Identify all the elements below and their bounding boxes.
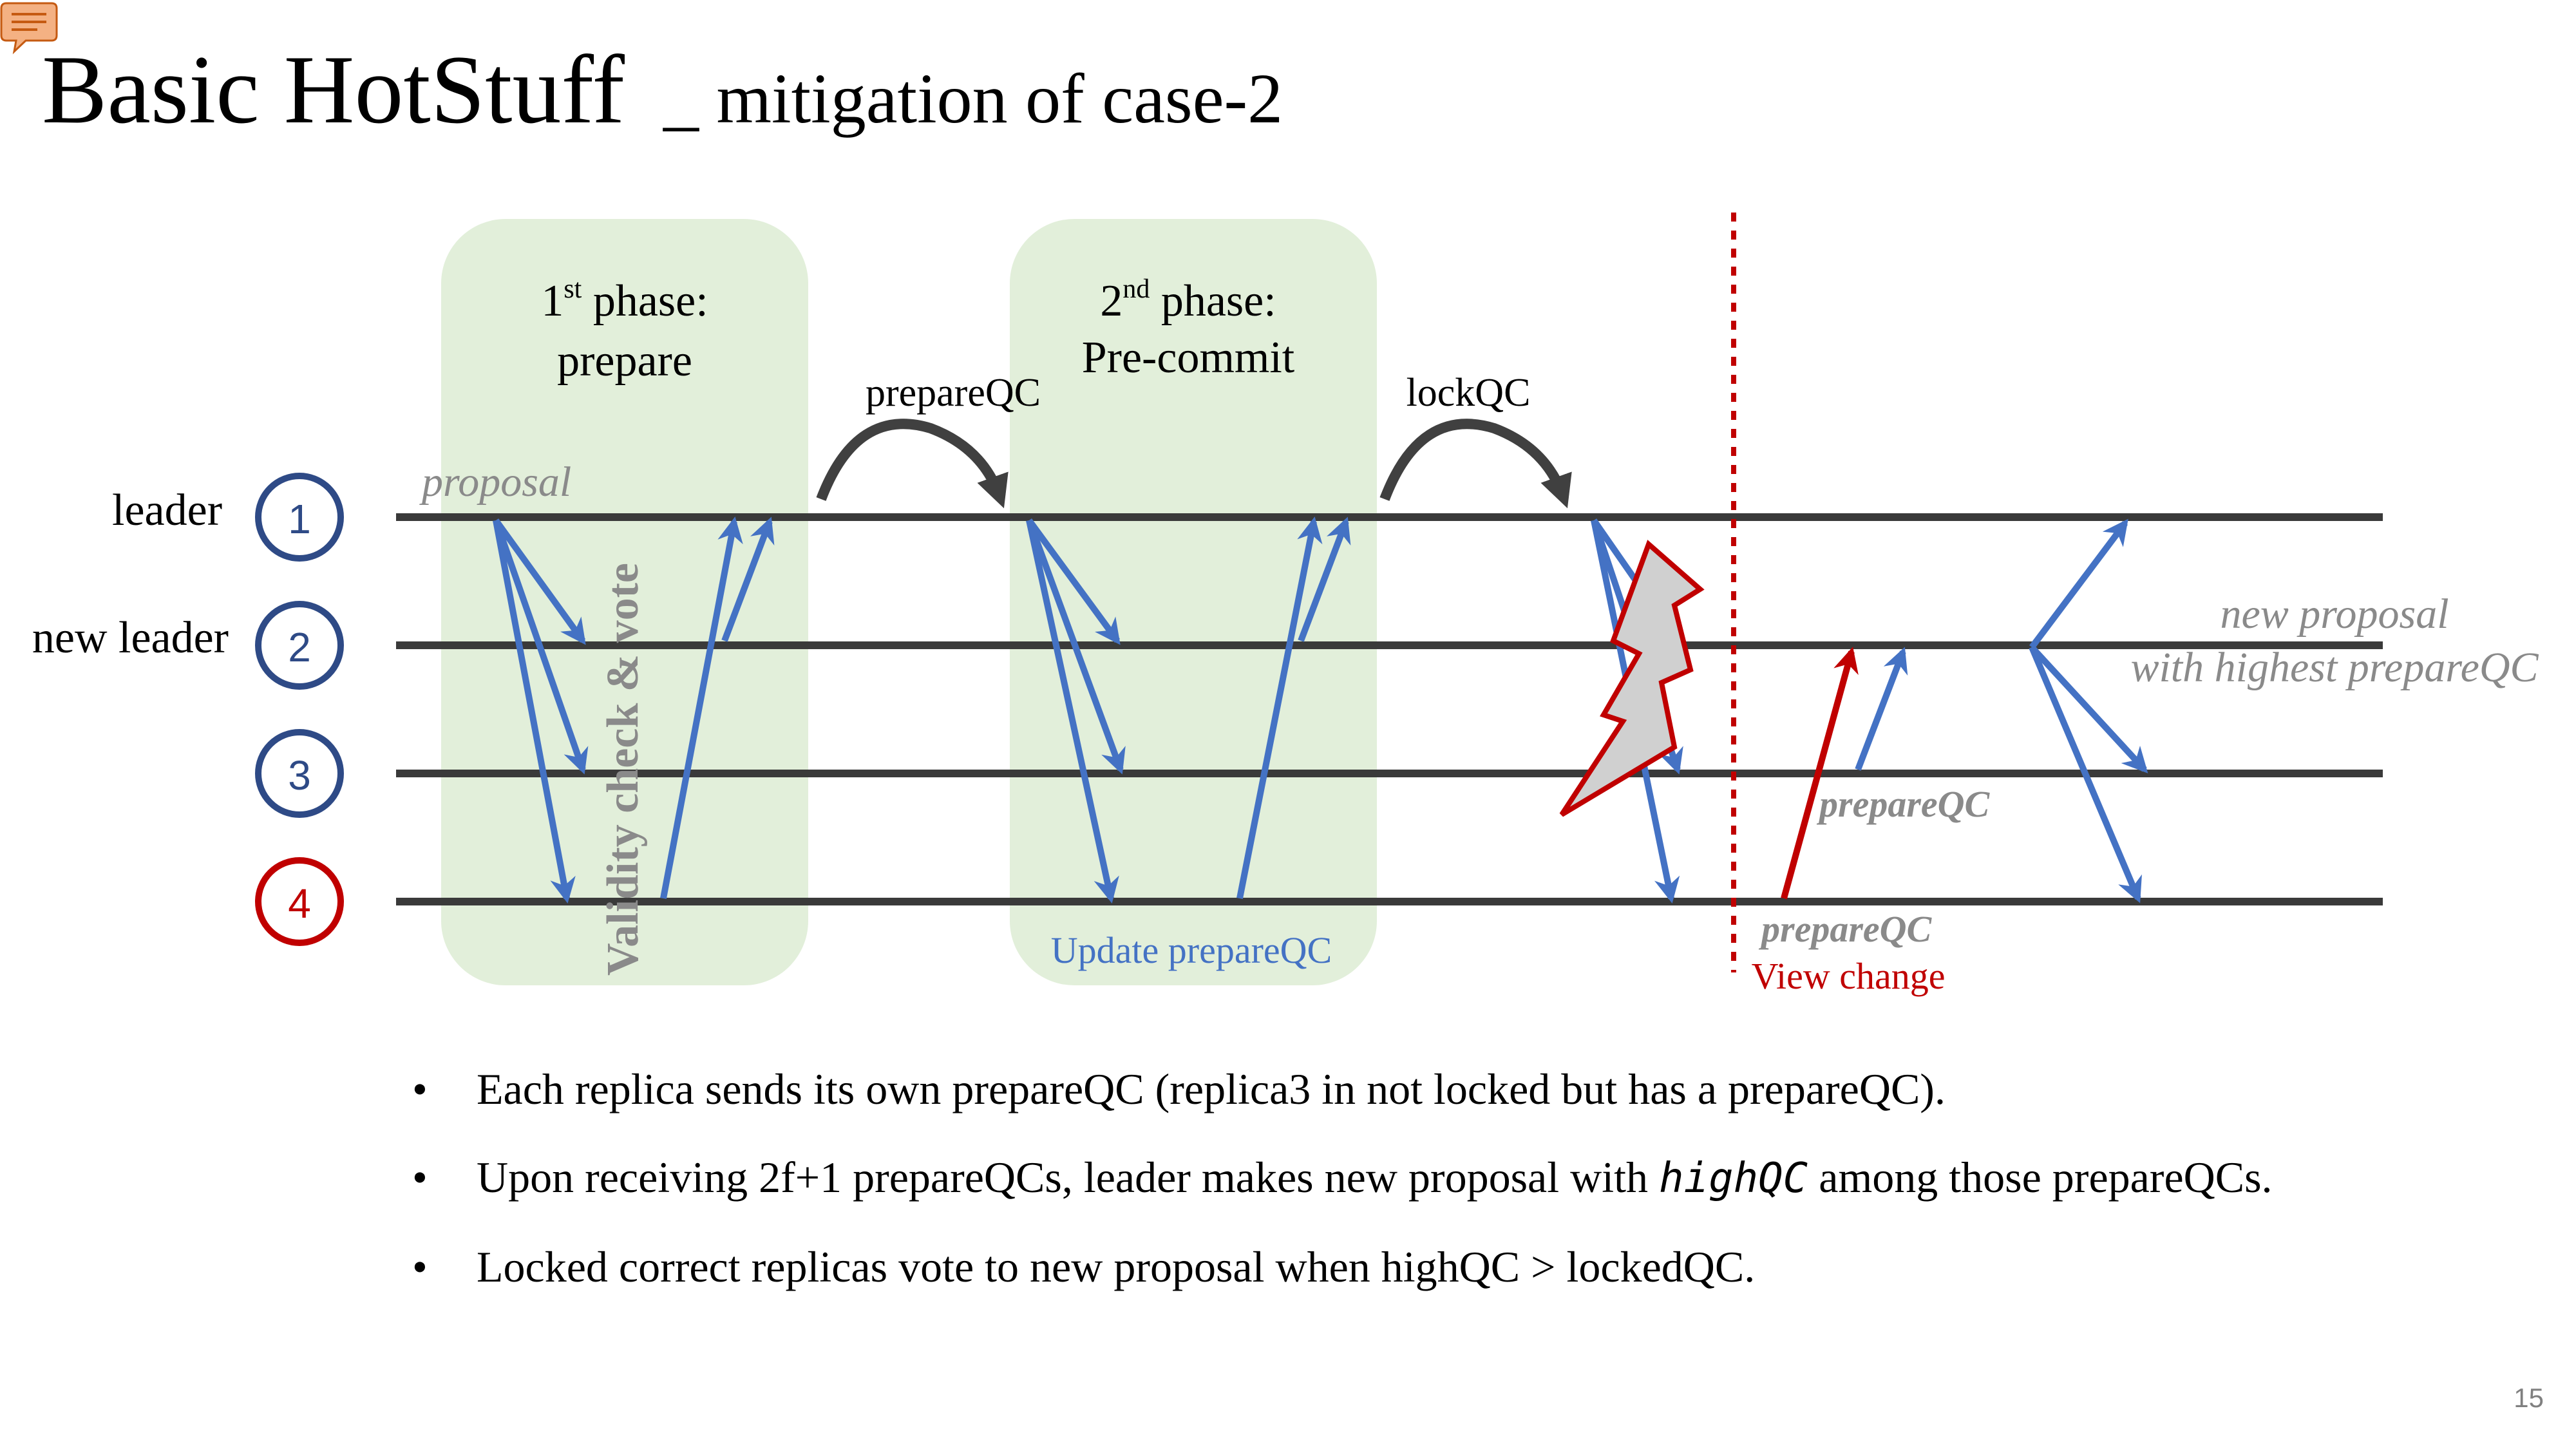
bullet-list: Each replica sends its own prepareQC (re… bbox=[412, 1063, 2273, 1329]
proposal-label: proposal bbox=[419, 459, 571, 506]
prepareqc-from-replica-3 bbox=[1855, 647, 1908, 771]
new-proposal-label-2: with highest prepareQC bbox=[2130, 644, 2539, 691]
phase-box-precommit bbox=[1010, 219, 1377, 985]
replica-2-node: 2 bbox=[255, 601, 344, 690]
update-prepareqc-label: Update prepareQC bbox=[1051, 929, 1332, 971]
new-proposal-label-1: new proposal bbox=[2220, 591, 2448, 638]
prepareqc-from-replica-4 bbox=[1781, 647, 1859, 900]
validity-check-label: Validity check & vote bbox=[598, 563, 648, 976]
replica-1-node: 1 bbox=[255, 473, 344, 562]
prepareqc-label-replica-4: prepareQC bbox=[1758, 908, 1933, 950]
bullet-item-1: Each replica sends its own prepareQC (re… bbox=[412, 1063, 2273, 1115]
transition-lockqc-label: lockQC bbox=[1406, 371, 1531, 415]
comment-icon[interactable] bbox=[0, 2, 58, 55]
phase-1-name: prepare bbox=[557, 336, 692, 386]
phase-box-prepare bbox=[441, 219, 808, 985]
phase-1-heading: 1st phase: bbox=[541, 274, 708, 326]
svg-text:4: 4 bbox=[288, 880, 311, 927]
replica-3-node: 3 bbox=[255, 729, 344, 818]
svg-text:1: 1 bbox=[288, 496, 311, 542]
transition-prepareqc-arrow bbox=[816, 419, 1009, 509]
bullet-item-3: Locked correct replicas vote to new prop… bbox=[412, 1240, 2273, 1293]
replica-2-role: new leader bbox=[32, 613, 229, 663]
prepareqc-label-replica-3: prepareQC bbox=[1816, 783, 1991, 825]
svg-text:3: 3 bbox=[288, 752, 311, 799]
transition-prepareqc-label: prepareQC bbox=[866, 371, 1041, 415]
slide-title: Basic HotStuff_ mitigation of case-2 bbox=[42, 35, 1283, 144]
phase-2-heading: 2nd phase: bbox=[1100, 274, 1276, 326]
phase-2-name: Pre-commit bbox=[1082, 333, 1295, 383]
transition-lockqc-arrow bbox=[1379, 419, 1572, 509]
replica-1-role: leader bbox=[112, 486, 222, 535]
bullet-item-2: Upon receiving 2f+1 prepareQCs, leader m… bbox=[412, 1151, 2273, 1205]
page-number: 15 bbox=[2514, 1383, 2544, 1413]
replica-4-node: 4 bbox=[255, 857, 344, 946]
lightning-icon bbox=[1559, 540, 1705, 817]
phase-2-messages bbox=[1026, 516, 1351, 904]
new-proposal-messages bbox=[2029, 518, 2148, 904]
highqc-code: highQC bbox=[1659, 1155, 1808, 1202]
svg-text:2: 2 bbox=[288, 624, 311, 670]
phase-1-messages bbox=[493, 516, 775, 904]
view-change-label: View change bbox=[1752, 955, 1946, 997]
